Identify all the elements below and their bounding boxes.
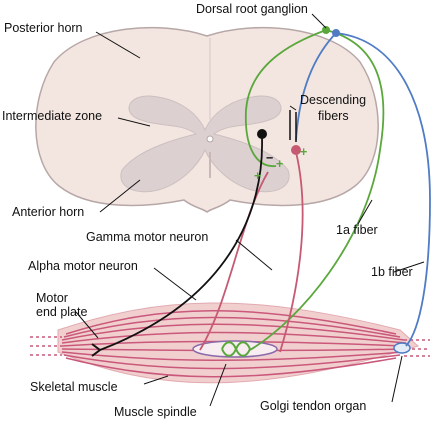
excitatory-icon: + bbox=[300, 145, 307, 159]
alpha-motor-neuron-label: Alpha motor neuron bbox=[28, 259, 138, 273]
gamma-motor-neuron-axon bbox=[199, 151, 304, 353]
descending-fibers-label-line2: fibers bbox=[318, 109, 349, 123]
alpha-motor-neuron-axon bbox=[99, 137, 263, 351]
gamma-motor-neuron-cell bbox=[291, 145, 301, 155]
descending-fibers-label-line1: Descending bbox=[300, 93, 366, 107]
excitatory-icon: + bbox=[254, 169, 261, 183]
motor-end-plate-label-line2: end plate bbox=[36, 305, 87, 319]
central-canal bbox=[206, 135, 214, 143]
tendon-right bbox=[404, 339, 430, 357]
excitatory-icon: + bbox=[276, 157, 283, 171]
motor-end-plate bbox=[91, 343, 101, 357]
gray-matter bbox=[120, 95, 290, 193]
fiber-1b bbox=[295, 32, 431, 347]
spinal-cord-outline bbox=[35, 26, 379, 213]
gamma-motor-neuron-label: Gamma motor neuron bbox=[86, 230, 208, 244]
dorsal-root-ganglion-label: Dorsal root ganglion bbox=[196, 2, 308, 16]
alpha-motor-neuron-cell bbox=[257, 129, 267, 139]
dorsal-root-ganglion-cell-1b bbox=[332, 29, 340, 37]
fiber-1a-label: 1a fiber bbox=[336, 223, 378, 237]
fiber-1b-label: 1b fiber bbox=[371, 265, 413, 279]
tendon-left bbox=[30, 336, 62, 356]
muscle-spindle-label: Muscle spindle bbox=[114, 405, 197, 419]
intermediate-zone-label: Intermediate zone bbox=[2, 109, 102, 123]
spinal-cord bbox=[35, 26, 379, 213]
skeletal-muscle-label: Skeletal muscle bbox=[30, 380, 118, 394]
leader-lines bbox=[75, 13, 425, 407]
fiber-1a bbox=[245, 29, 385, 351]
golgi-tendon-organ-label: Golgi tendon organ bbox=[260, 399, 366, 413]
muscle-spindle bbox=[192, 340, 278, 358]
inhibitory-icon: − bbox=[266, 151, 273, 165]
anterior-horn-label: Anterior horn bbox=[12, 205, 84, 219]
motor-end-plate-label-line1: Motor bbox=[36, 291, 68, 305]
descending-fibers bbox=[289, 110, 297, 142]
posterior-horn-label: Posterior horn bbox=[4, 21, 83, 35]
dorsal-root-ganglion-cell-1a bbox=[322, 26, 330, 34]
